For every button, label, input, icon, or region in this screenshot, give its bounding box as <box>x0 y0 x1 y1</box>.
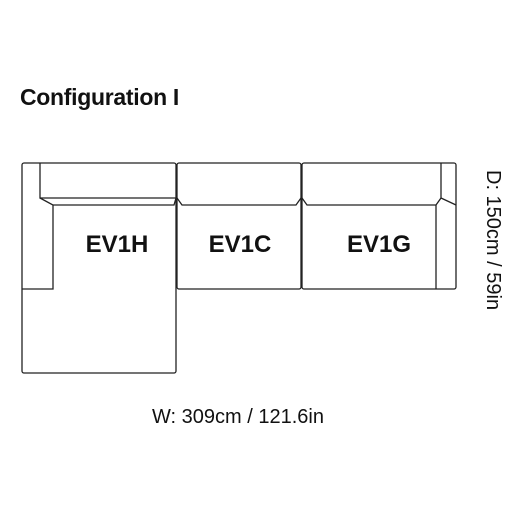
module-ev1h-outline <box>21 162 177 374</box>
module-ev1c-outline <box>176 162 302 290</box>
depth-dimension: D: 150cm / 59in <box>482 170 504 310</box>
width-dimension: W: 309cm / 121.6in <box>152 406 324 428</box>
configuration-title: Configuration I <box>20 84 180 110</box>
module-label-ev1h: EV1H <box>86 231 149 258</box>
depth-label: D: 150cm / 59in <box>482 170 504 310</box>
module-label-ev1c: EV1C <box>209 231 272 258</box>
module-ev1g-outline <box>301 162 457 290</box>
module-label-ev1g: EV1G <box>347 231 411 258</box>
